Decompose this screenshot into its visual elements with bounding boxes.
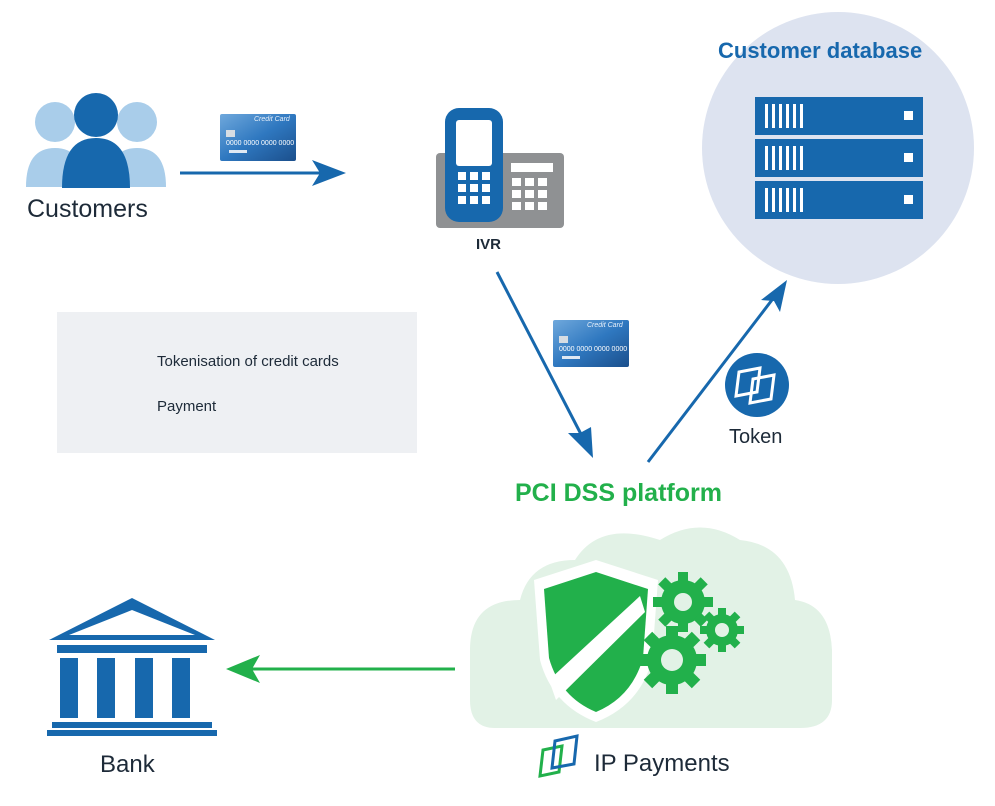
arrow-ivr-to-pci [495, 271, 593, 458]
shield-icon [534, 560, 658, 722]
arrow-pci-to-bank [226, 655, 455, 683]
credit-card-icon [553, 320, 629, 367]
gear-icon [638, 626, 706, 694]
card-title: Credit Card [254, 116, 290, 123]
card-title: Credit Card [587, 322, 623, 329]
legend: Tokenisation of credit cards Payment [57, 312, 417, 453]
ip-payments-logo-icon [538, 734, 579, 778]
credit-card-icon [220, 114, 296, 161]
bank-label: Bank [100, 751, 155, 778]
card-number: 0000 0000 0000 0000 [226, 140, 295, 147]
customers-label: Customers [27, 195, 148, 223]
arrow-customers-to-ivr [180, 160, 346, 186]
ivr-label: IVR [476, 236, 502, 253]
gear-icon [653, 572, 713, 632]
token-icon [725, 353, 789, 417]
pci-platform-label: PCI DSS platform [515, 479, 722, 507]
ip-payments-label: IP Payments [594, 750, 730, 777]
bank-icon [47, 598, 217, 736]
gear-icon [700, 608, 744, 652]
phone-icon [436, 108, 564, 228]
legend-payment-label: Payment [157, 398, 217, 415]
token-label: Token [729, 426, 783, 448]
customer-database-label: Customer database [718, 38, 923, 63]
card-number: 0000 0000 0000 0000 [559, 346, 628, 353]
arrow-pci-to-database [646, 280, 787, 463]
legend-tokenisation-label: Tokenisation of credit cards [157, 353, 339, 370]
server-icon [755, 97, 923, 219]
people-icon [26, 93, 166, 188]
